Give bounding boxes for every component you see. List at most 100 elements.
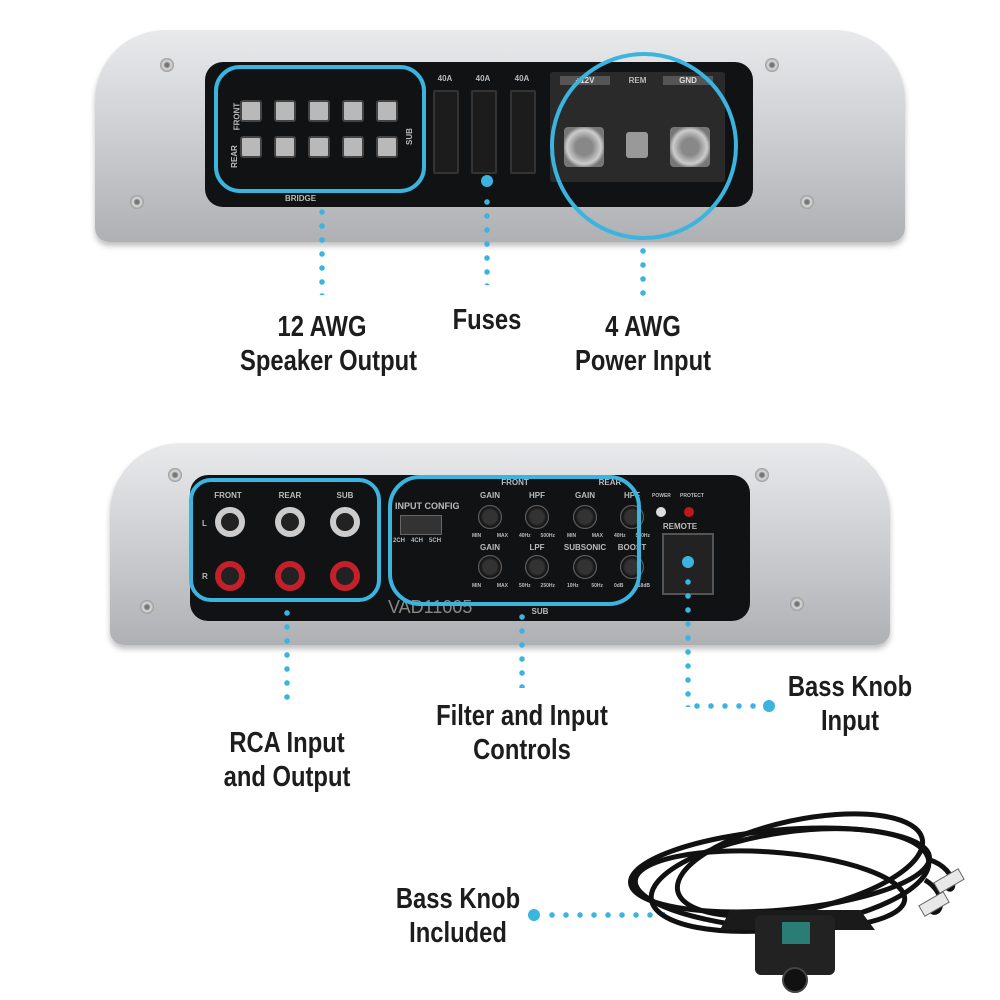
bass-knob-window <box>782 922 810 944</box>
rca-jack <box>330 507 360 537</box>
screw-icon <box>755 468 769 482</box>
knob-range: MIN MAX <box>472 583 508 589</box>
screw-icon <box>168 468 182 482</box>
terminal <box>342 100 364 122</box>
input-config-label: INPUT CONFIG <box>395 501 460 511</box>
knob-label: GAIN <box>575 491 595 500</box>
power-callout-line <box>640 244 646 299</box>
bass-knob-callout-line <box>545 912 665 918</box>
terminal <box>274 100 296 122</box>
min-label: 40Hz <box>614 533 626 539</box>
power-input-highlight <box>550 52 738 240</box>
bottom-amplifier-panel: FRONT REAR SUB L R INPUT CONFIG 2CH 4CH … <box>190 475 750 621</box>
terminal <box>308 136 330 158</box>
rca-front-label: FRONT <box>214 491 242 500</box>
rca-sub-label: SUB <box>336 491 354 500</box>
front-gain-knob[interactable] <box>478 505 502 529</box>
rca-callout-line <box>284 606 290 706</box>
speaker-terminal-block <box>240 100 398 158</box>
knob-label: GAIN <box>480 543 500 552</box>
terminal <box>240 136 262 158</box>
power-led-label: POWER <box>652 493 671 499</box>
min-label: MIN <box>472 583 482 589</box>
protect-led <box>684 507 694 517</box>
callout-dot <box>528 909 540 921</box>
speaker-callout-line <box>319 205 325 295</box>
max-label: 500Hz <box>540 533 555 539</box>
callout-line1: Filter and Input <box>436 700 608 732</box>
terminal <box>240 100 262 122</box>
knob-label: BOOST <box>617 543 647 552</box>
fuse-rating: 40A <box>475 74 491 83</box>
knob-range: MIN MAX <box>567 533 603 539</box>
front-group-label: FRONT <box>501 478 529 487</box>
rca-jack <box>215 561 245 591</box>
min-label: 40Hz <box>519 533 531 539</box>
callout-line1: Bass Knob <box>395 883 521 915</box>
max-label: MAX <box>496 583 508 589</box>
fuse <box>433 90 459 174</box>
remote-label: REMOTE <box>662 522 698 531</box>
callout-line1: 4 AWG <box>605 311 681 343</box>
callout-line2: Input <box>820 705 880 737</box>
terminal <box>342 136 364 158</box>
knob-label: LPF <box>529 543 545 552</box>
fuse-rating: 40A <box>514 74 530 83</box>
callout-line1: 12 AWG <box>277 311 367 343</box>
terminal <box>376 100 398 122</box>
rca-jack <box>275 561 305 591</box>
min-label: MIN <box>472 533 482 539</box>
screw-icon <box>800 195 814 209</box>
max-label: 250Hz <box>540 583 555 589</box>
power-led <box>656 507 666 517</box>
bass-knob-dial <box>782 967 808 993</box>
callout-line2: Power Input <box>574 345 712 377</box>
rj-connector <box>933 868 965 894</box>
callout-line1: RCA Input <box>229 727 345 759</box>
rca-rear-label: REAR <box>278 491 302 500</box>
terminal <box>308 100 330 122</box>
bridge-label: BRIDGE <box>285 194 317 203</box>
subsonic-knob[interactable] <box>573 555 597 579</box>
input-config-options: 2CH 4CH 5CH <box>393 538 441 544</box>
rca-jack <box>330 561 360 591</box>
screw-icon <box>790 597 804 611</box>
fuse <box>510 90 536 174</box>
controls-highlight <box>388 475 641 606</box>
rca-highlight <box>189 478 381 602</box>
max-label: 18dB <box>637 583 650 589</box>
knob-label: HPF <box>529 491 545 500</box>
controls-callout-line <box>519 610 525 688</box>
rca-jack <box>275 507 305 537</box>
sub-lpf-knob[interactable] <box>525 555 549 579</box>
rear-gain-knob[interactable] <box>573 505 597 529</box>
bass-input-callout-vertical <box>685 575 691 707</box>
sub-group-label: SUB <box>531 607 549 616</box>
fuses-callout-line <box>484 195 490 285</box>
bass-input-callout-horizontal <box>690 703 762 709</box>
min-label: MIN <box>567 533 577 539</box>
option-label: 5CH <box>429 538 442 544</box>
max-label: MAX <box>591 533 603 539</box>
callout-dot <box>682 556 694 568</box>
bass-knob-housing <box>755 915 835 975</box>
input-config-switch <box>400 515 442 535</box>
fuse <box>471 90 497 174</box>
rca-jack <box>215 507 245 537</box>
speaker-output-highlight <box>214 65 426 193</box>
knob-range: 40Hz 500Hz <box>519 533 555 539</box>
sub-gain-knob[interactable] <box>478 555 502 579</box>
callout-line1: Bass Knob <box>787 671 913 703</box>
rj-connector <box>918 891 950 917</box>
front-hpf-knob[interactable] <box>525 505 549 529</box>
callout-dot <box>763 700 775 712</box>
callout-line2: Included <box>409 917 507 949</box>
